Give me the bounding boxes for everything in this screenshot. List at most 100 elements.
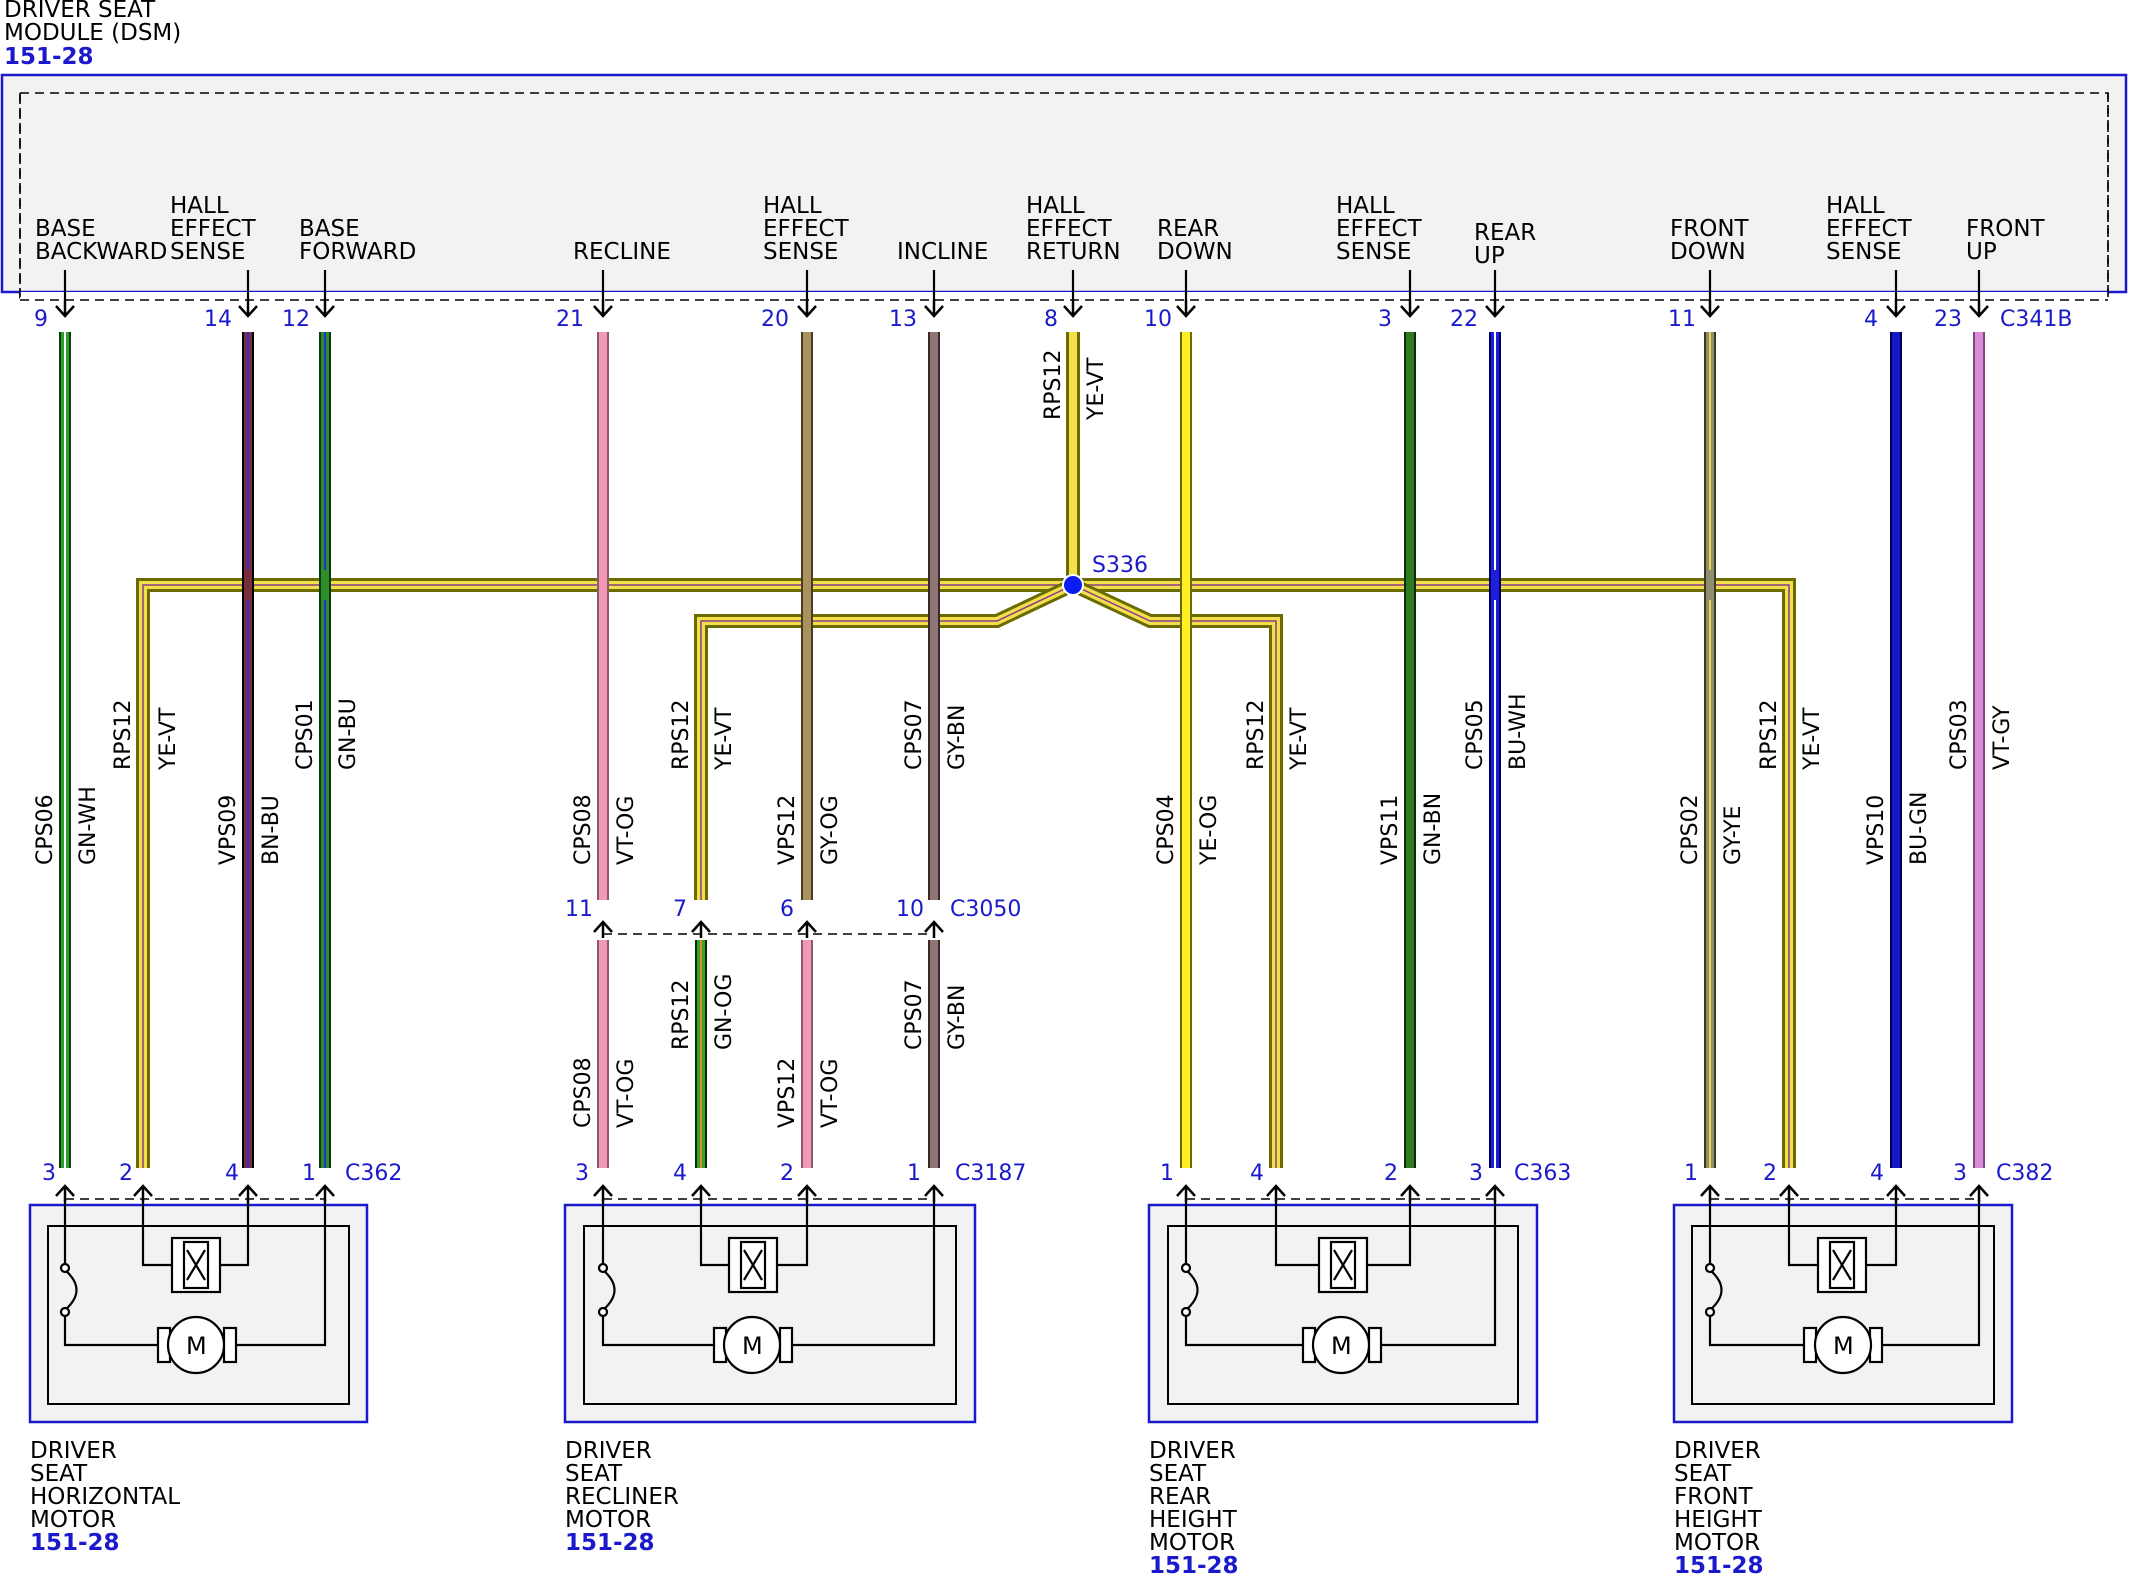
module-pins: 9 14 12 21 20 13 8 10 3 22 11 4 23 <box>34 298 1990 332</box>
pin-label-hall-3-2: EFFECT <box>1336 216 1423 242</box>
pin-label-hall-4-3: SENSE <box>1826 239 1901 265</box>
wire-circuit: RPS12 <box>1757 699 1782 770</box>
wire-color: GY-OG <box>818 795 843 865</box>
motor-ref: 151-28 <box>30 1530 120 1556</box>
wire-crossings <box>242 570 1716 636</box>
module-pin-stubs <box>63 270 1981 300</box>
module-pin-number: 20 <box>761 307 789 332</box>
motor-connector: C363 <box>1514 1161 1571 1186</box>
wire-circuit: CPS07 <box>902 979 927 1050</box>
pin-label-hall-return-1: HALL <box>1026 193 1085 219</box>
motor-pin: 2 <box>119 1161 133 1186</box>
wire-color: VT-OG <box>614 1059 639 1128</box>
module-pin-number: 12 <box>282 307 310 332</box>
motor-symbol: M <box>1331 1332 1352 1360</box>
wire-circuit: CPS02 <box>1678 794 1703 865</box>
motor-ref: 151-28 <box>1149 1553 1239 1577</box>
motor-name-4: HEIGHT <box>1674 1507 1763 1533</box>
pin-label-front-down-1: FRONT <box>1670 216 1750 242</box>
motor-symbol: M <box>1833 1332 1854 1360</box>
module-connector-name: C341B <box>2000 307 2072 332</box>
pin-label-recline: RECLINE <box>573 239 671 265</box>
wire-circuit: CPS05 <box>1463 699 1488 770</box>
wire-circuit: RPS12 <box>1041 349 1066 420</box>
motor-front-height: 1 2 4 3 C382 M DRIVER SEAT FRONT HEIGHT … <box>1672 1161 2053 1577</box>
motor-name-4: MOTOR <box>565 1507 651 1533</box>
wire-color: YE-VT <box>1800 707 1825 771</box>
wire-circuit: RPS12 <box>669 699 694 770</box>
wire-circuit: VPS09 <box>216 795 241 865</box>
motor-pin: 2 <box>780 1161 794 1186</box>
motor-pin: 3 <box>1953 1161 1967 1186</box>
wire-circuit: CPS08 <box>571 794 596 865</box>
motor-pin: 4 <box>673 1161 687 1186</box>
wire-color: YE-VT <box>712 707 737 771</box>
motor-name-2: SEAT <box>30 1461 88 1487</box>
motor-pin: 1 <box>1160 1161 1174 1186</box>
pin-label-front-up-2: UP <box>1966 239 1997 265</box>
motor-pin: 1 <box>302 1161 316 1186</box>
pin-label-hall-4-2: EFFECT <box>1826 216 1913 242</box>
splice-name: S336 <box>1092 553 1148 578</box>
pin-label-front-up-1: FRONT <box>1966 216 2046 242</box>
wire-circuit: RPS12 <box>1244 699 1269 770</box>
module-pin-number: 22 <box>1450 307 1478 332</box>
pin-label-hall-20-1: HALL <box>763 193 822 219</box>
motor-name-1: DRIVER <box>30 1438 117 1464</box>
module-pin-number: 21 <box>556 307 584 332</box>
c3050-pin: 10 <box>896 897 924 922</box>
module-pin-number: 8 <box>1044 307 1058 332</box>
pin-label-front-down-2: DOWN <box>1670 239 1746 265</box>
module-name-line-2: MODULE (DSM) <box>4 20 181 46</box>
module-pin-number: 23 <box>1934 307 1962 332</box>
motor-name-1: DRIVER <box>565 1438 652 1464</box>
pin-label-hall-3-1: HALL <box>1336 193 1395 219</box>
wire-labels: CPS06 GN-WH RPS12 YE-VT VPS09 BN-BU CPS0… <box>33 349 2015 1128</box>
wire-circuit: VPS12 <box>775 1058 800 1128</box>
pin-label-rear-down-2: DOWN <box>1157 239 1233 265</box>
motor-connector: C382 <box>1996 1161 2053 1186</box>
pin-label-hall-20-3: SENSE <box>763 239 838 265</box>
motor-pin: 1 <box>1684 1161 1698 1186</box>
module-name-line-1: DRIVER SEAT <box>4 0 156 23</box>
motor-name-5: MOTOR <box>1674 1530 1760 1556</box>
wire-circuit: CPS08 <box>571 1057 596 1128</box>
motor-recliner: 3 4 2 1 C3187 M DRIVER SEAT RECLINER MOT… <box>563 1161 1026 1556</box>
wire-circuit: CPS06 <box>33 794 58 865</box>
motor-pin: 1 <box>907 1161 921 1186</box>
c3050-pin: 7 <box>673 897 687 922</box>
pin-label-incline: INCLINE <box>897 239 988 265</box>
wire-circuit: VPS10 <box>1864 795 1889 865</box>
motor-name-2: SEAT <box>1149 1461 1207 1487</box>
wire-color: GY-BN <box>945 985 970 1050</box>
wire-circuit: RPS12 <box>669 979 694 1050</box>
wire-circuit: VPS11 <box>1378 795 1403 865</box>
pin-label-base-backward-1: BASE <box>35 216 96 242</box>
motor-name-5: MOTOR <box>1149 1530 1235 1556</box>
module-ref: 151-28 <box>4 44 94 70</box>
pin-label-hall-14-3: SENSE <box>170 239 245 265</box>
pin-label-base-forward-2: FORWARD <box>299 239 416 265</box>
pin-label-base-backward-2: BACKWARD <box>35 239 167 265</box>
wire-color: GN-BN <box>1421 793 1446 865</box>
wire-color: YE-VT <box>1287 707 1312 771</box>
pin-label-hall-14-2: EFFECT <box>170 216 257 242</box>
module-pin-number: 9 <box>34 307 48 332</box>
motor-connector: C3187 <box>955 1161 1026 1186</box>
wire-color: YE-OG <box>1197 795 1222 866</box>
motor-name-1: DRIVER <box>1149 1438 1236 1464</box>
motor-name-3: RECLINER <box>565 1484 679 1510</box>
motor-name-1: DRIVER <box>1674 1438 1761 1464</box>
c3050-pin: 6 <box>780 897 794 922</box>
pin-label-rear-up-2: UP <box>1474 243 1505 269</box>
motor-pin: 4 <box>1250 1161 1264 1186</box>
motor-ref: 151-28 <box>565 1530 655 1556</box>
wire-color: BU-GN <box>1907 792 1932 865</box>
pin-label-hall-4-1: HALL <box>1826 193 1885 219</box>
motor-name-3: HORIZONTAL <box>30 1484 180 1510</box>
motor-symbol: M <box>186 1332 207 1360</box>
pin-label-hall-20-2: EFFECT <box>763 216 850 242</box>
wire-color: YE-VT <box>1084 357 1109 421</box>
pin-label-hall-14-1: HALL <box>170 193 229 219</box>
